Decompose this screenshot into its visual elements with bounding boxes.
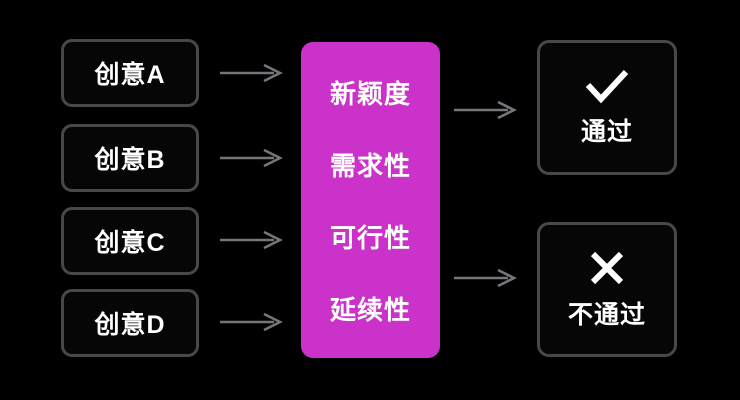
outcome-fail-label: 不通过 bbox=[567, 300, 646, 329]
outcome-box-fail: 不通过 bbox=[537, 222, 677, 357]
arrow-icon bbox=[220, 63, 283, 83]
arrow-icon bbox=[454, 268, 517, 288]
outcome-box-pass: 通过 bbox=[537, 40, 677, 175]
criteria-box: 新颖度 需求性 可行性 延续性 bbox=[301, 42, 440, 358]
arrow-icon bbox=[220, 230, 283, 250]
arrow-icon bbox=[454, 100, 517, 120]
arrow-icon bbox=[220, 148, 283, 168]
idea-box-a-label: 创意A bbox=[94, 61, 166, 89]
criteria-item-demand: 需求性 bbox=[329, 150, 411, 181]
arrow-icon bbox=[220, 312, 283, 332]
idea-box-b: 创意B bbox=[61, 124, 199, 192]
idea-box-d-label: 创意D bbox=[94, 311, 166, 339]
idea-box-c: 创意C bbox=[61, 207, 199, 275]
outcome-pass-label: 通过 bbox=[580, 117, 633, 146]
cross-icon bbox=[590, 251, 624, 284]
check-icon bbox=[585, 69, 629, 103]
criteria-item-novelty: 新颖度 bbox=[329, 78, 411, 109]
idea-box-d: 创意D bbox=[61, 289, 199, 357]
idea-box-c-label: 创意C bbox=[94, 229, 166, 257]
criteria-item-continuity: 延续性 bbox=[329, 294, 411, 325]
idea-box-a: 创意A bbox=[61, 39, 199, 107]
criteria-item-feasibility: 可行性 bbox=[329, 222, 411, 253]
idea-box-b-label: 创意B bbox=[94, 146, 166, 174]
